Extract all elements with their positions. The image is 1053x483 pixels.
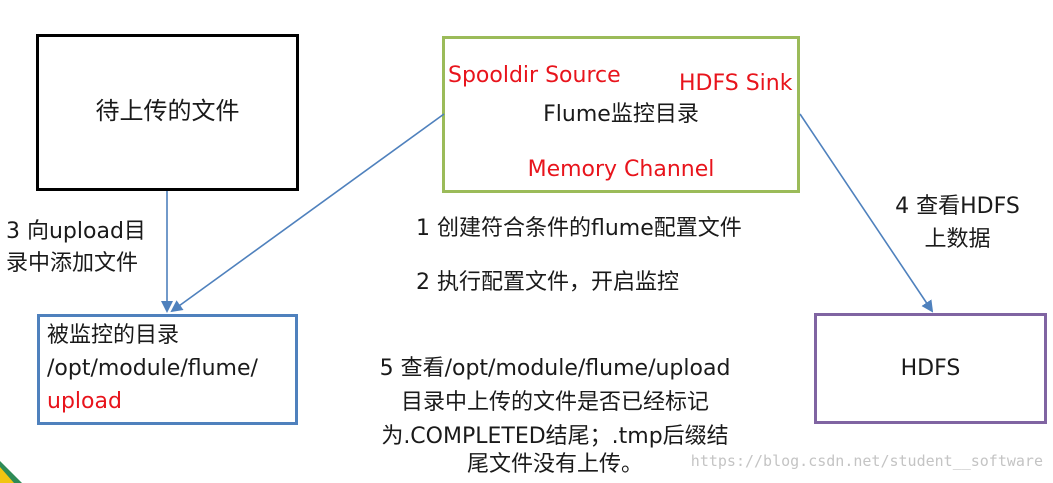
step3-line1: 3 向upload目 <box>6 219 146 244</box>
flume-box <box>442 36 800 193</box>
step5-line3: 为.COMPLETED结尾；.tmp后缀结 <box>381 424 729 449</box>
watermark-url: https://blog.csdn.net/student__software <box>690 452 1043 470</box>
step5-line1: 5 查看/opt/module/flume/upload <box>379 356 731 381</box>
step5-line4: 尾文件没有上传。 <box>466 452 643 477</box>
monitored-dir-upload: upload <box>47 389 122 414</box>
pending-files-box <box>36 34 299 191</box>
step2-text: 2 执行配置文件，开启监控 <box>416 270 679 295</box>
hdfs-box <box>814 313 1047 424</box>
corner-decoration <box>0 461 22 483</box>
step4-line2: 上数据 <box>924 227 991 252</box>
monitored-dir-path: /opt/module/flume/ <box>47 356 258 381</box>
monitored-dir-line1: 被监控的目录 <box>47 323 180 348</box>
pending-files-label: 待上传的文件 <box>95 97 240 125</box>
hdfs-label: HDFS <box>900 356 961 381</box>
step4-line1: 4 查看HDFS <box>895 194 1020 219</box>
step3-line2: 录中添加文件 <box>6 251 139 276</box>
spooldir-source-label: Spooldir Source <box>448 63 621 88</box>
step5-line2: 目录中上传的文件是否已经标记 <box>400 390 709 415</box>
hdfs-sink-label: HDFS Sink <box>679 71 793 96</box>
flume-title: Flume监控目录 <box>543 102 699 127</box>
step1-text: 1 创建符合条件的flume配置文件 <box>416 216 742 241</box>
monitored-dir-box <box>37 314 298 425</box>
memory-channel-label: Memory Channel <box>527 157 715 182</box>
